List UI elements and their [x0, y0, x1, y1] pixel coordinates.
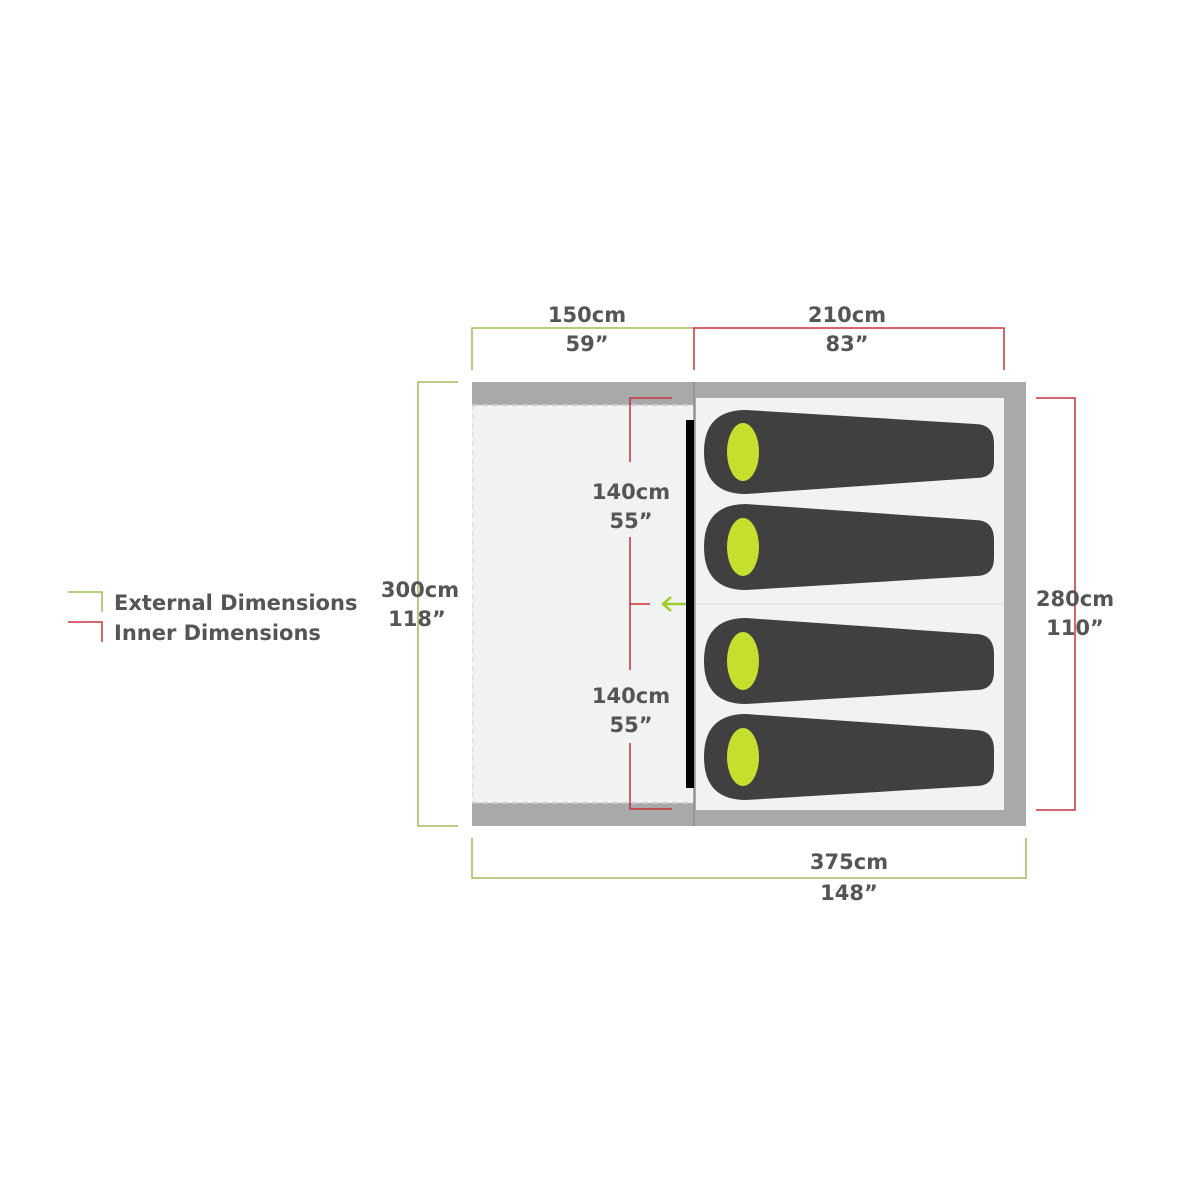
pillow-icon — [727, 632, 759, 690]
inner-width-dimension: 280cm 110” — [1036, 397, 1114, 811]
door-lower-bracket — [629, 743, 672, 810]
inner-width-imperial: 110” — [1046, 616, 1104, 640]
total-length-imperial: 148” — [820, 881, 878, 905]
sleeping-bag — [704, 618, 994, 704]
total-length-metric: 375cm — [810, 850, 888, 874]
door-upper-imperial: 55” — [609, 509, 652, 533]
legend: External Dimensions Inner Dimensions — [68, 591, 357, 645]
total-length-bracket — [471, 838, 1027, 879]
inner-width-bracket — [1036, 397, 1076, 811]
bedroom-door — [686, 420, 694, 788]
sleeping-bags — [704, 410, 994, 800]
bedroom-width-dimension: 210cm 83” — [693, 303, 1005, 370]
pillow-icon — [727, 423, 759, 481]
door-upper-metric: 140cm — [592, 480, 670, 504]
total-width-dimension: 300cm 118” — [381, 381, 459, 827]
sleeping-bag-body — [704, 410, 994, 494]
porch-width-bracket — [471, 327, 694, 370]
legend-inner-marker — [68, 621, 103, 642]
porch-floor — [472, 405, 694, 803]
total-width-metric: 300cm — [381, 578, 459, 602]
door-lower-metric: 140cm — [592, 684, 670, 708]
porch-width-metric: 150cm — [548, 303, 626, 327]
sleeping-bag — [704, 410, 994, 494]
bedroom-width-metric: 210cm — [808, 303, 886, 327]
legend-external-label: External Dimensions — [114, 591, 357, 615]
door-dimension: 140cm 55” 140cm 55” — [592, 397, 672, 810]
sleeping-bag-body — [704, 714, 994, 800]
sleeping-bag — [704, 504, 994, 590]
porch-width-imperial: 59” — [565, 332, 608, 356]
bedroom-width-imperial: 83” — [825, 332, 868, 356]
bedroom-width-bracket — [693, 327, 1005, 370]
sleeping-bag-body — [704, 504, 994, 590]
sleeping-bag-body — [704, 618, 994, 704]
porch-width-dimension: 150cm 59” — [471, 303, 694, 370]
inner-width-metric: 280cm — [1036, 587, 1114, 611]
total-width-bracket — [417, 381, 458, 827]
sleeping-bag — [704, 714, 994, 800]
legend-inner-label: Inner Dimensions — [114, 621, 321, 645]
total-width-imperial: 118” — [388, 607, 446, 631]
arrow-left-icon — [661, 596, 686, 612]
door-lower-imperial: 55” — [609, 713, 652, 737]
legend-external-marker — [68, 591, 103, 612]
total-length-dimension: 375cm 148” — [471, 838, 1027, 905]
pillow-icon — [727, 728, 759, 786]
door-upper-bracket — [629, 397, 672, 462]
pillow-icon — [727, 518, 759, 576]
